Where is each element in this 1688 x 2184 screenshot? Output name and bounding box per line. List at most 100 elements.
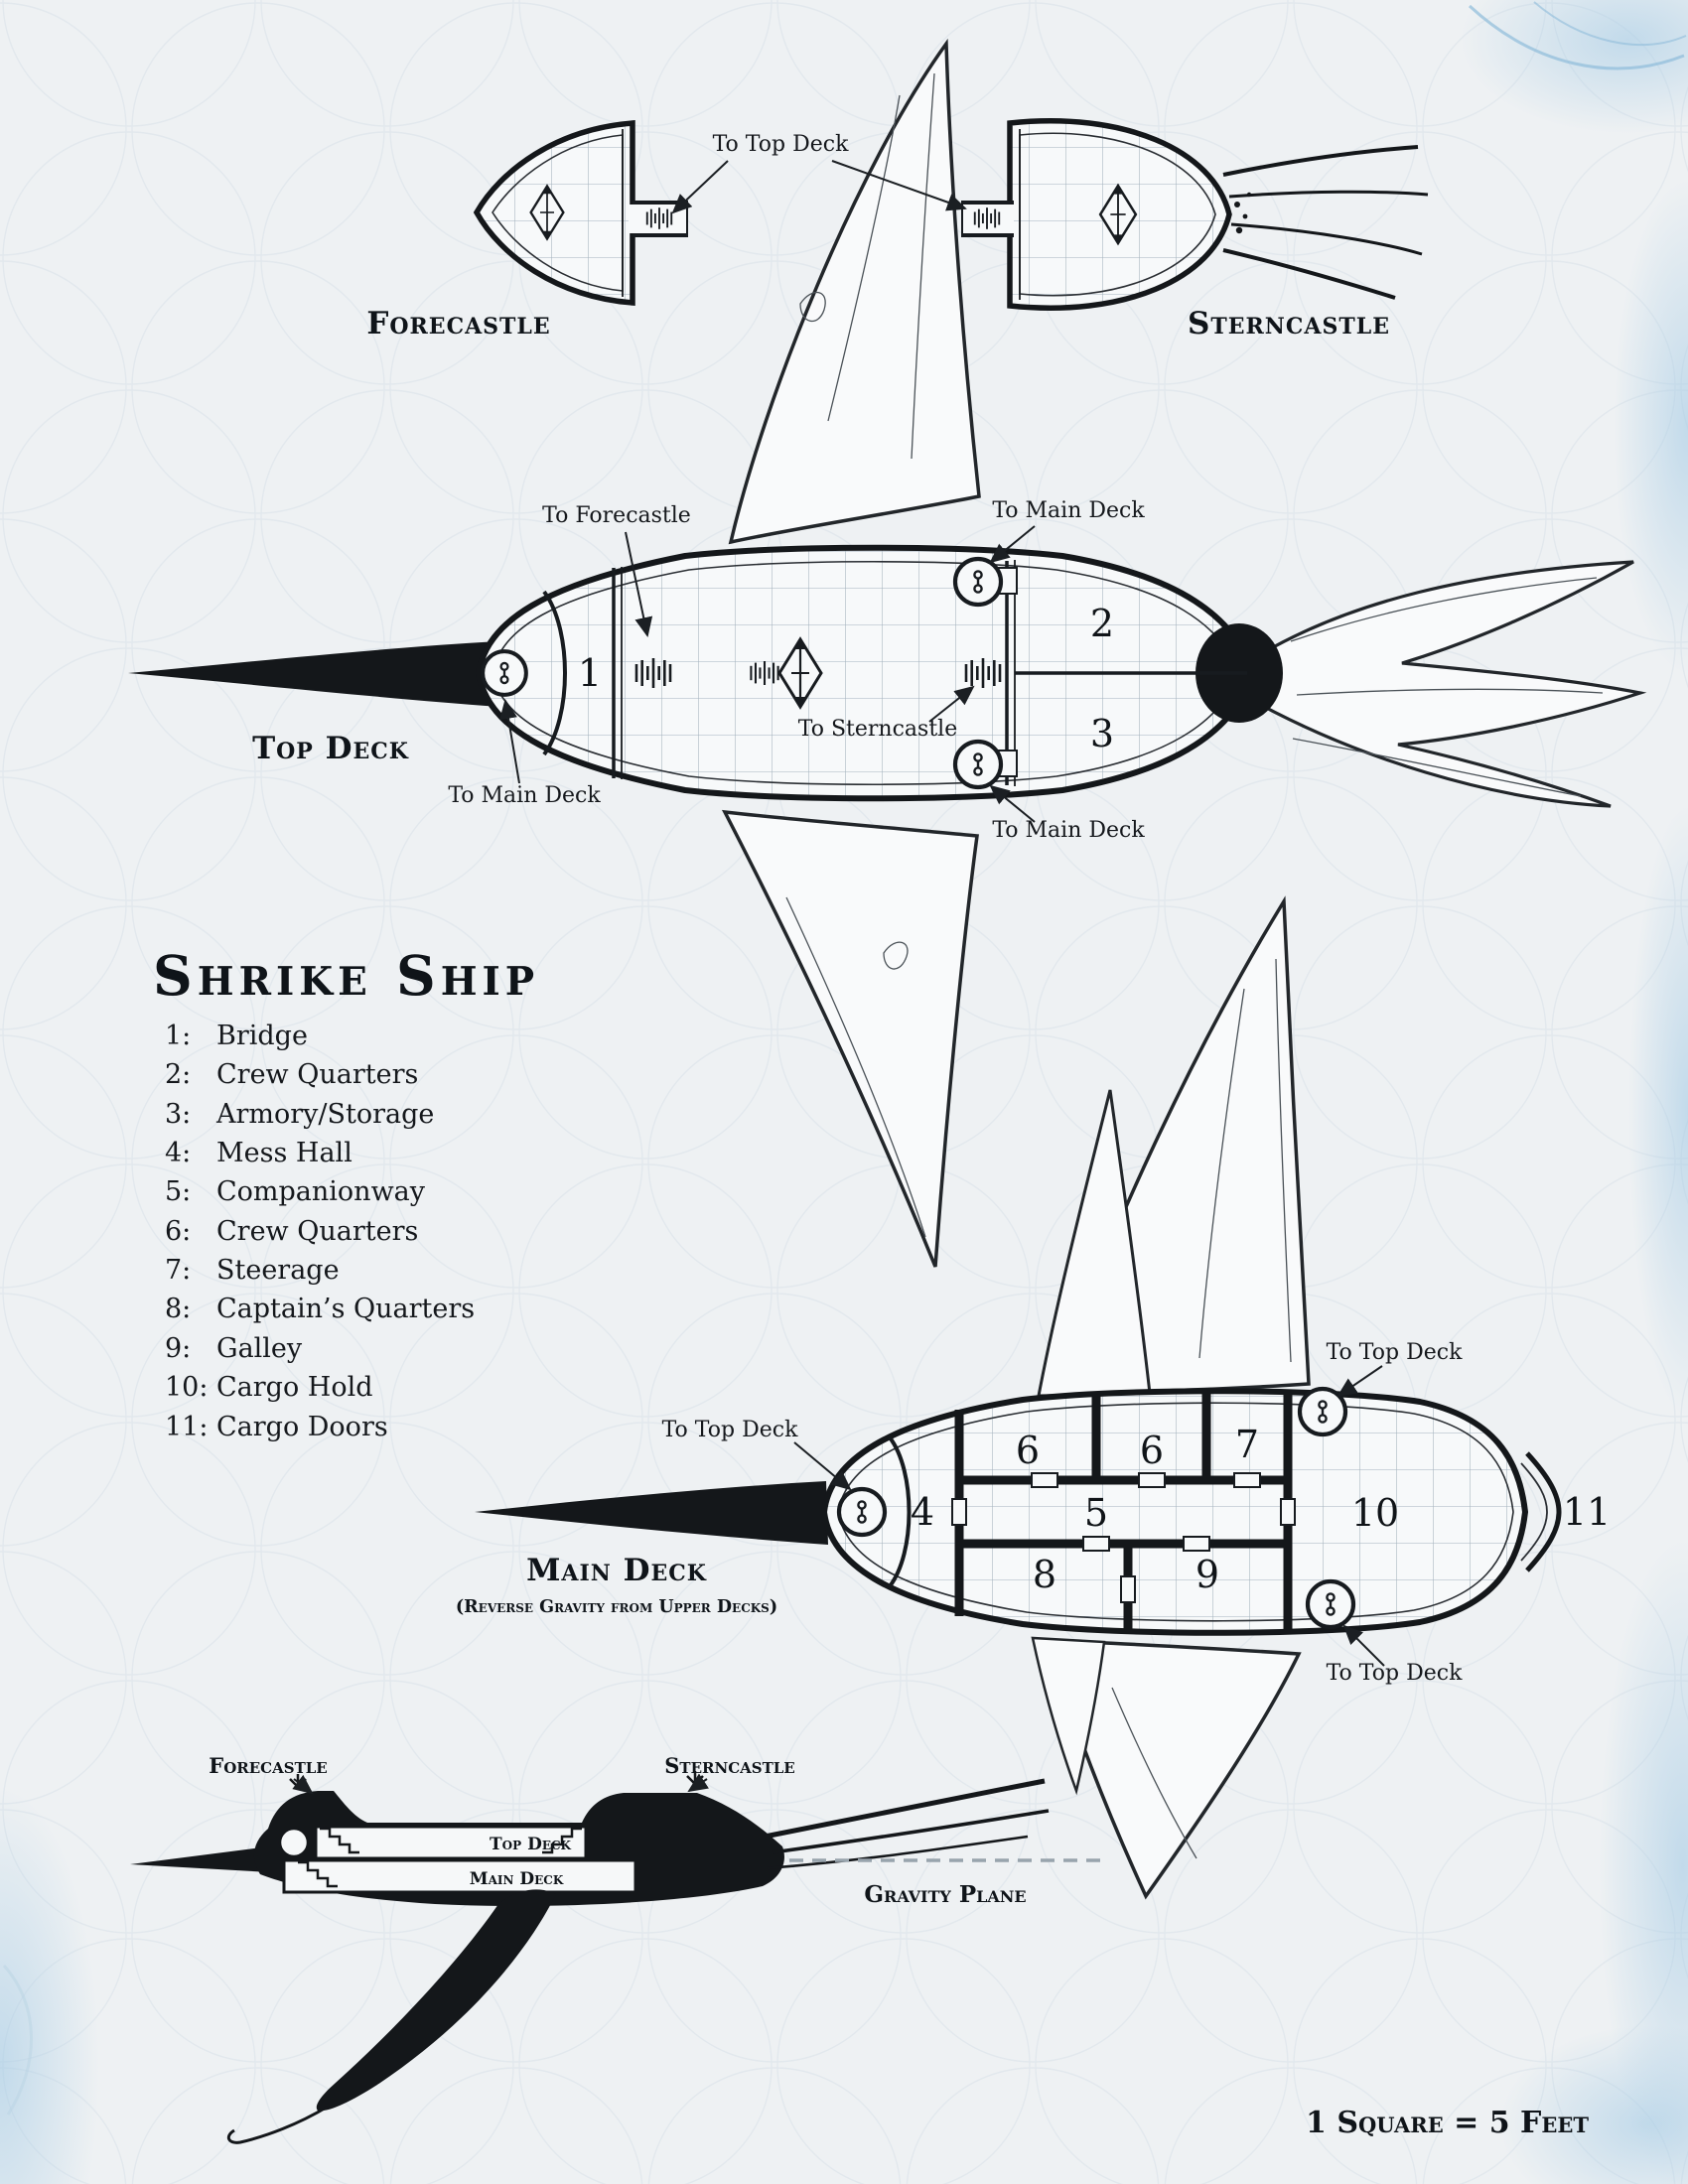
legend-name: Steerage [216, 1255, 340, 1286]
label-to-main-deck: To Main Deck [992, 498, 1145, 523]
forecastle-deck: Forecastle [366, 120, 688, 341]
legend-num: 6: [165, 1216, 191, 1247]
legend-num: 3: [165, 1099, 191, 1130]
side-forecastle-caption: Forecastle [209, 1753, 327, 1778]
legend-num: 9: [165, 1333, 191, 1364]
forecastle-caption: Forecastle [366, 306, 550, 341]
bow-spike [475, 1481, 828, 1545]
legend-num: 2: [165, 1059, 191, 1090]
legend-num: 1: [165, 1021, 191, 1051]
room-number-1: 1 [578, 651, 602, 695]
legend-name: Cargo Hold [216, 1372, 373, 1403]
side-main-deck-band [282, 1858, 637, 1894]
room-number-6: 6 [1016, 1429, 1040, 1472]
room-number-11: 11 [1563, 1490, 1611, 1534]
label-to-sterncastle: To Sterncastle [798, 717, 957, 742]
side-profile: Forecastle Sterncastle Top Deck Main Dec… [130, 1753, 1104, 2144]
label-to-top-deck: To Top Deck [713, 132, 849, 157]
legend-num: 8: [165, 1294, 191, 1324]
ladder-to-top-deck-icon [973, 206, 1001, 230]
bow-bulkhead [542, 590, 567, 756]
side-tail-streamers [764, 1778, 1050, 1870]
label-to-top-deck: To Top Deck [1327, 1340, 1463, 1365]
label-to-main-deck: To Main Deck [448, 783, 601, 808]
legend-name: Companionway [216, 1176, 426, 1207]
corner-flourish [2, 1964, 33, 2116]
stairs-icon [298, 1860, 338, 1888]
label-to-forecastle: To Forecastle [542, 503, 691, 528]
bulkheads [612, 560, 1247, 786]
main-deck-subcaption: (Reverse Gravity from Upper Decks) [456, 1597, 777, 1617]
corner-flourish [1468, 4, 1685, 70]
side-sterncastle-caption: Sterncastle [664, 1753, 795, 1778]
main-deck-upper-foresail [1037, 1089, 1152, 1398]
room-number-6: 6 [1140, 1429, 1164, 1472]
sterncastle-corridor [962, 205, 1014, 233]
side-main-deck-caption: Main Deck [470, 1869, 564, 1889]
room-number-4: 4 [911, 1490, 934, 1534]
room-number-5: 5 [1084, 1491, 1108, 1535]
legend-name: Galley [216, 1333, 303, 1364]
legend-num: 10: [165, 1372, 208, 1403]
label-to-main-deck: To Main Deck [992, 818, 1145, 843]
doors [951, 1472, 1296, 1603]
side-porthole [278, 1827, 310, 1858]
top-deck-caption: Top Deck [252, 731, 409, 766]
room-number-8: 8 [1033, 1553, 1056, 1596]
side-spike [130, 1846, 270, 1872]
stern-streamers [1222, 145, 1429, 300]
legend: Shrike Ship 1: Bridge 2: Crew Quarters 3… [153, 943, 539, 1442]
legend-name: Cargo Doors [216, 1412, 388, 1442]
main-deck-lower-foresail [1031, 1636, 1106, 1796]
label-to-top-deck: To Top Deck [662, 1418, 798, 1442]
stairs-icon [320, 1827, 359, 1854]
legend-name: Armory/Storage [215, 1099, 434, 1130]
tail-fin [1255, 560, 1647, 808]
sterncastle-caption: Sterncastle [1188, 306, 1390, 341]
hatch-to-main-deck-icon [955, 742, 1001, 787]
legend-name: Bridge [216, 1021, 308, 1051]
main-deck-caption: Main Deck [526, 1553, 707, 1588]
legend-name: Captain’s Quarters [216, 1294, 475, 1324]
scale-note: 1 Square = 5 Feet [1306, 2106, 1589, 2140]
main-deck-lower-sail [1046, 1638, 1302, 1900]
ladder-to-top-deck-icon [645, 206, 673, 230]
stairs-icon [542, 1827, 582, 1854]
legend-num: 7: [165, 1255, 191, 1286]
ladder-icon [750, 659, 779, 687]
legend-name: Mess Hall [216, 1138, 352, 1168]
corner-flourish [1533, 1, 1687, 47]
top-deck-upper-sail [728, 38, 981, 545]
hatch-to-main-deck-icon [955, 559, 1001, 605]
legend-num: 11: [165, 1412, 208, 1442]
ladder-to-sterncastle-icon [964, 656, 1002, 690]
castles-to-top-deck-annotation: To Top Deck [671, 132, 967, 214]
side-top-deck-caption: Top Deck [490, 1835, 571, 1854]
room-number-2: 2 [1090, 602, 1114, 645]
top-deck-plan: 1 2 3 To Forecastle To Main Deck To Ster… [128, 38, 1647, 1268]
room-number-9: 9 [1196, 1553, 1219, 1596]
main-deck-plan: 4 6 6 7 5 10 8 9 11 To Top Deck To Top D… [456, 895, 1611, 1900]
top-deck-lower-sail [721, 809, 979, 1268]
gravity-plane-caption: Gravity Plane [864, 1881, 1026, 1908]
hatch-to-top-deck-icon [1308, 1581, 1353, 1627]
room-number-3: 3 [1090, 712, 1114, 755]
belly-fin [316, 1889, 556, 2112]
fin-curl [226, 2105, 329, 2144]
label-to-top-deck: To Top Deck [1327, 1661, 1463, 1686]
room-number-7: 7 [1235, 1423, 1259, 1466]
legend-name: Crew Quarters [216, 1216, 418, 1247]
legend-name: Crew Quarters [216, 1059, 418, 1090]
legend-num: 4: [165, 1138, 191, 1168]
cargo-doors-arc [1525, 1451, 1562, 1572]
bow-bulkhead [888, 1435, 912, 1588]
page-title: Shrike Ship [153, 943, 539, 1008]
legend-num: 5: [165, 1176, 191, 1207]
side-top-deck-band [314, 1825, 588, 1860]
room-number-10: 10 [1351, 1491, 1399, 1535]
hatch-to-top-deck-icon [839, 1489, 885, 1535]
ladder-to-forecastle-icon [634, 656, 672, 690]
hatch-to-main-deck-icon [483, 651, 526, 695]
